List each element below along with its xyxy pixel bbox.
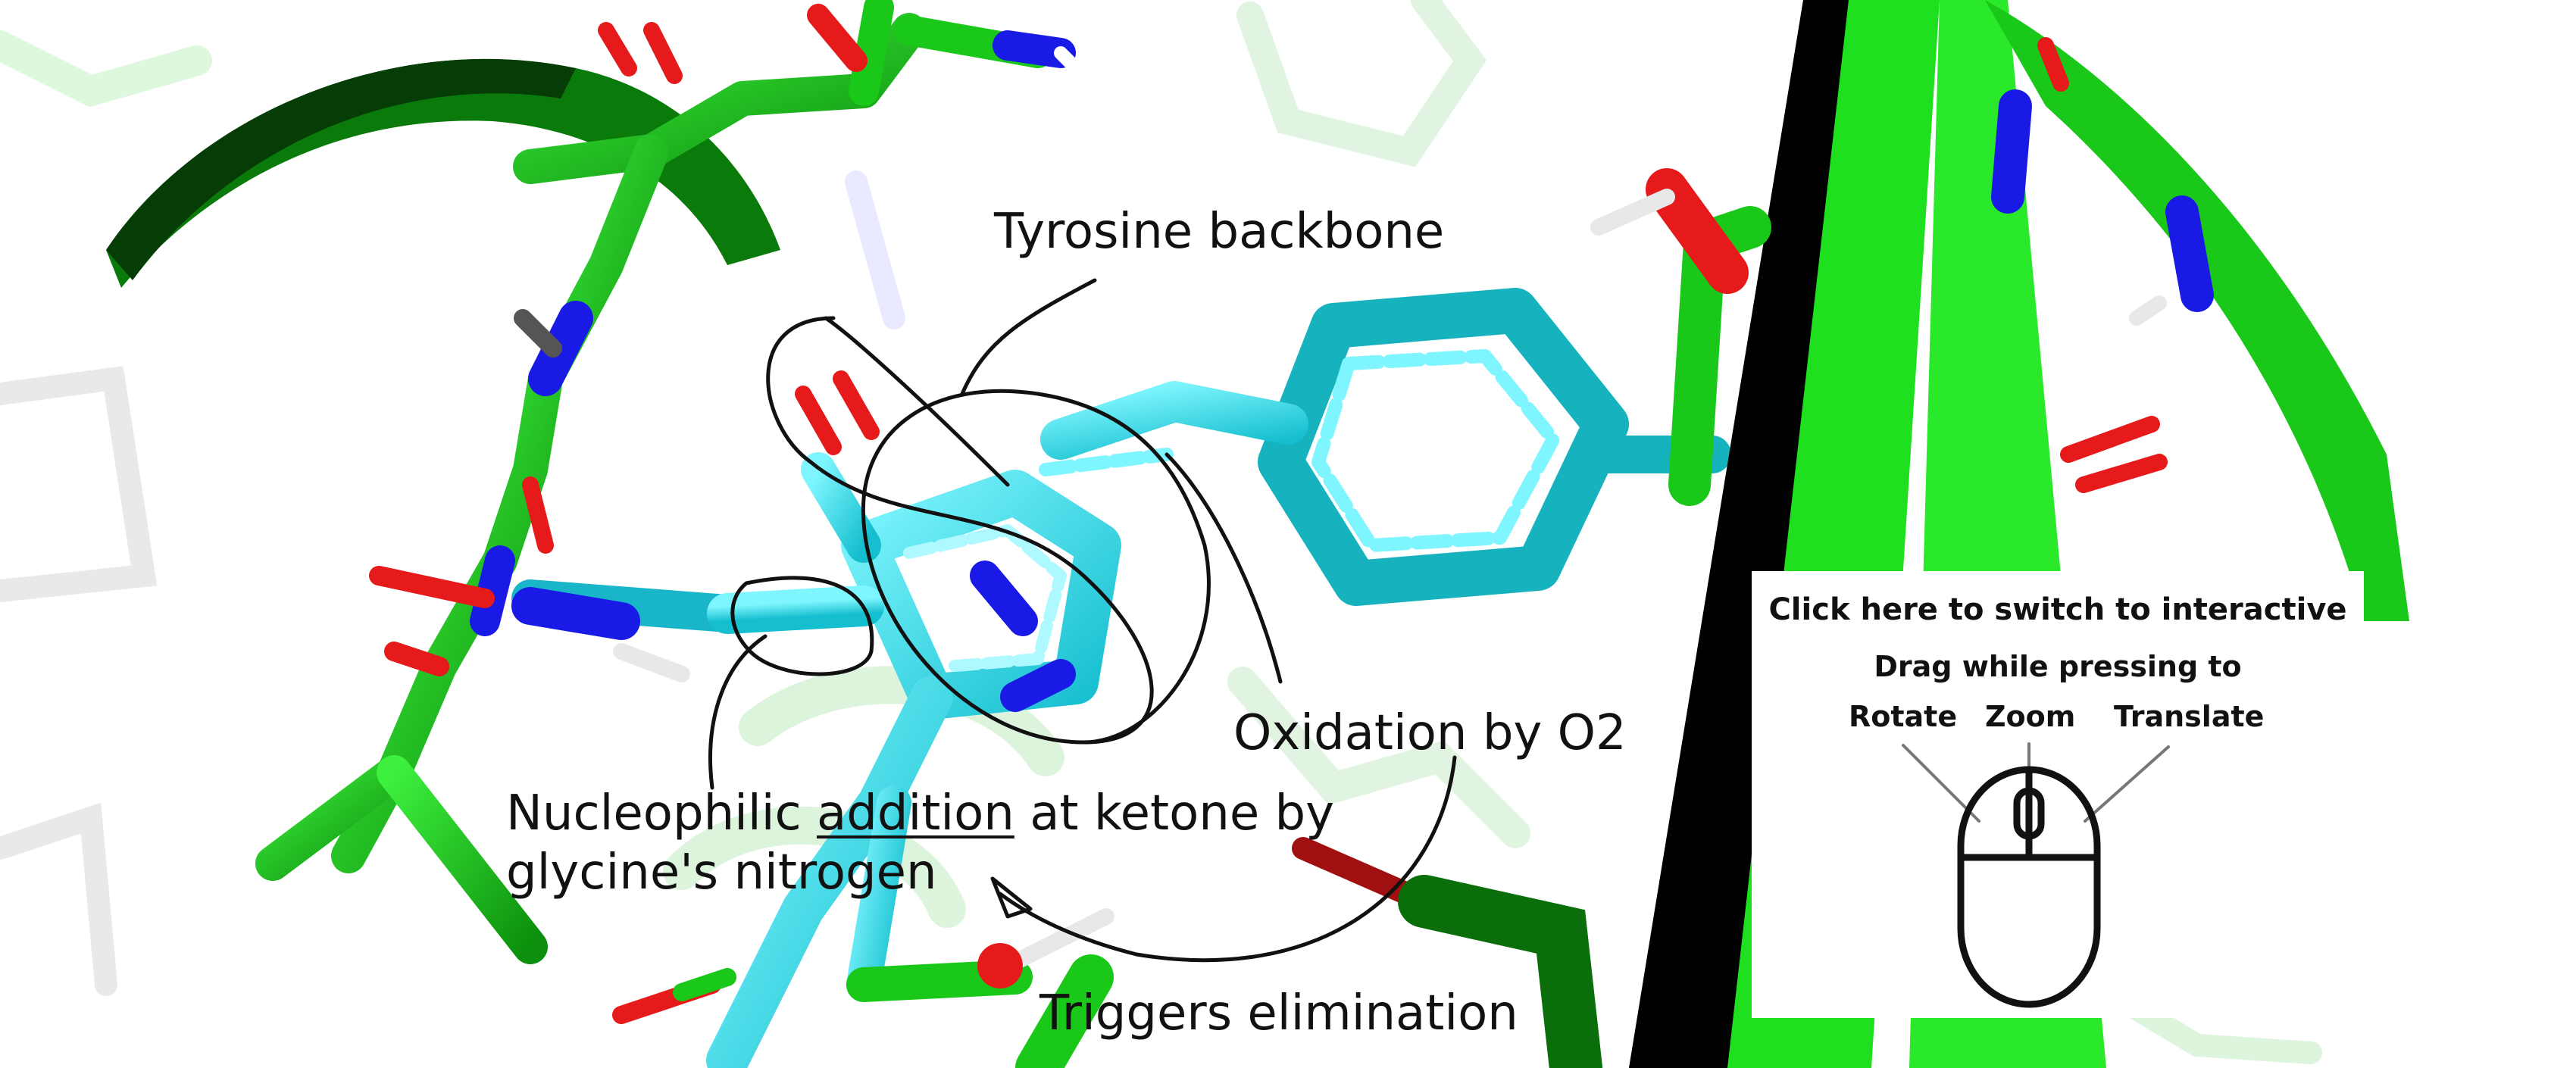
- protein-ribbon-left: [106, 58, 780, 288]
- label-nucleophilic-underlined: addition: [817, 785, 1014, 842]
- control-zoom-label: Zoom: [1985, 700, 2076, 733]
- panel-title: Click here to switch to interactive: [1768, 592, 2347, 627]
- label-nucleophilic-pre: Nucleophilic: [506, 785, 817, 842]
- glycine-nitrogen-stick: [369, 566, 746, 682]
- label-tyrosine-backbone: Tyrosine backbone: [994, 204, 1445, 260]
- label-oxidation: Oxidation by O2: [1233, 705, 1627, 761]
- mouse-icon: [1902, 742, 2170, 1008]
- label-nucleophilic-post: at ketone by: [1014, 785, 1335, 842]
- control-translate-label: Translate: [2114, 700, 2265, 733]
- control-rotate-label: Rotate: [1849, 700, 1958, 733]
- label-triggers-elimination: Triggers elimination: [1039, 985, 1518, 1041]
- interactive-switch-panel[interactable]: Click here to switch to interactive Drag…: [1752, 571, 2364, 1018]
- annotation-strokes: [708, 278, 1457, 963]
- residue-bottom-left: [612, 968, 736, 1024]
- panel-instruction: Drag while pressing to: [1874, 650, 2242, 683]
- residue-bottom-right: [1015, 837, 1602, 1068]
- label-nucleophilic-addition: Nucleophilic addition at ketone by: [506, 785, 1334, 843]
- green-residues-left: [255, 0, 1128, 964]
- chromophore: [706, 288, 1731, 1068]
- label-glycine-nitrogen: glycine's nitrogen: [506, 845, 937, 901]
